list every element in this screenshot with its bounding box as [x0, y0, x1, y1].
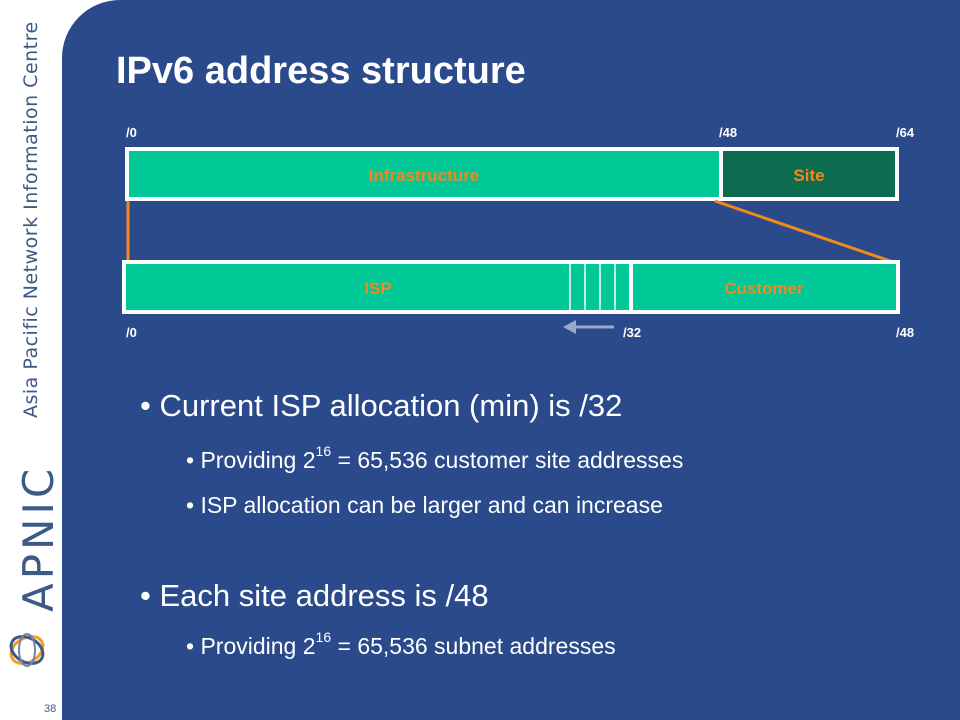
apnic-logo-icon	[9, 633, 45, 667]
infrastructure-segment	[129, 151, 719, 197]
top-tick-label-64: /64	[896, 125, 915, 140]
bullet-site-address: • Each site address is /48	[140, 578, 489, 613]
sidebar-branding: Asia Pacific Network Information Centre …	[0, 0, 63, 720]
site-segment	[723, 151, 895, 197]
page-number: 38	[44, 703, 57, 715]
slide-panel	[62, 0, 960, 720]
connector-right	[714, 199, 894, 264]
subbullet-isp-larger: • ISP allocation can be larger and can i…	[186, 492, 663, 518]
bottom-tick-label-32: /32	[623, 325, 641, 340]
bottom-tick-label-48: /48	[896, 325, 914, 340]
infrastructure-label: Infrastructure	[369, 166, 480, 185]
top-tick-label-48: /48	[719, 125, 737, 140]
isp-label: ISP	[364, 279, 391, 298]
customer-segment	[633, 264, 896, 310]
isp-segment	[126, 264, 629, 310]
customer-label: Customer	[724, 279, 804, 298]
subbullet-subnets: • Providing 216 = 65,536 subnet addresse…	[186, 629, 616, 659]
top-tick-label-0: /0	[126, 125, 137, 140]
page-title: IPv6 address structure	[116, 50, 526, 92]
subbullet-customer-sites: • Providing 216 = 65,536 customer site a…	[186, 443, 684, 473]
site-label: Site	[793, 166, 824, 185]
bullet-isp-allocation: • Current ISP allocation (min) is /32	[140, 388, 623, 423]
bottom-tick-label-0: /0	[126, 325, 137, 340]
arrow-left-icon	[563, 320, 576, 334]
